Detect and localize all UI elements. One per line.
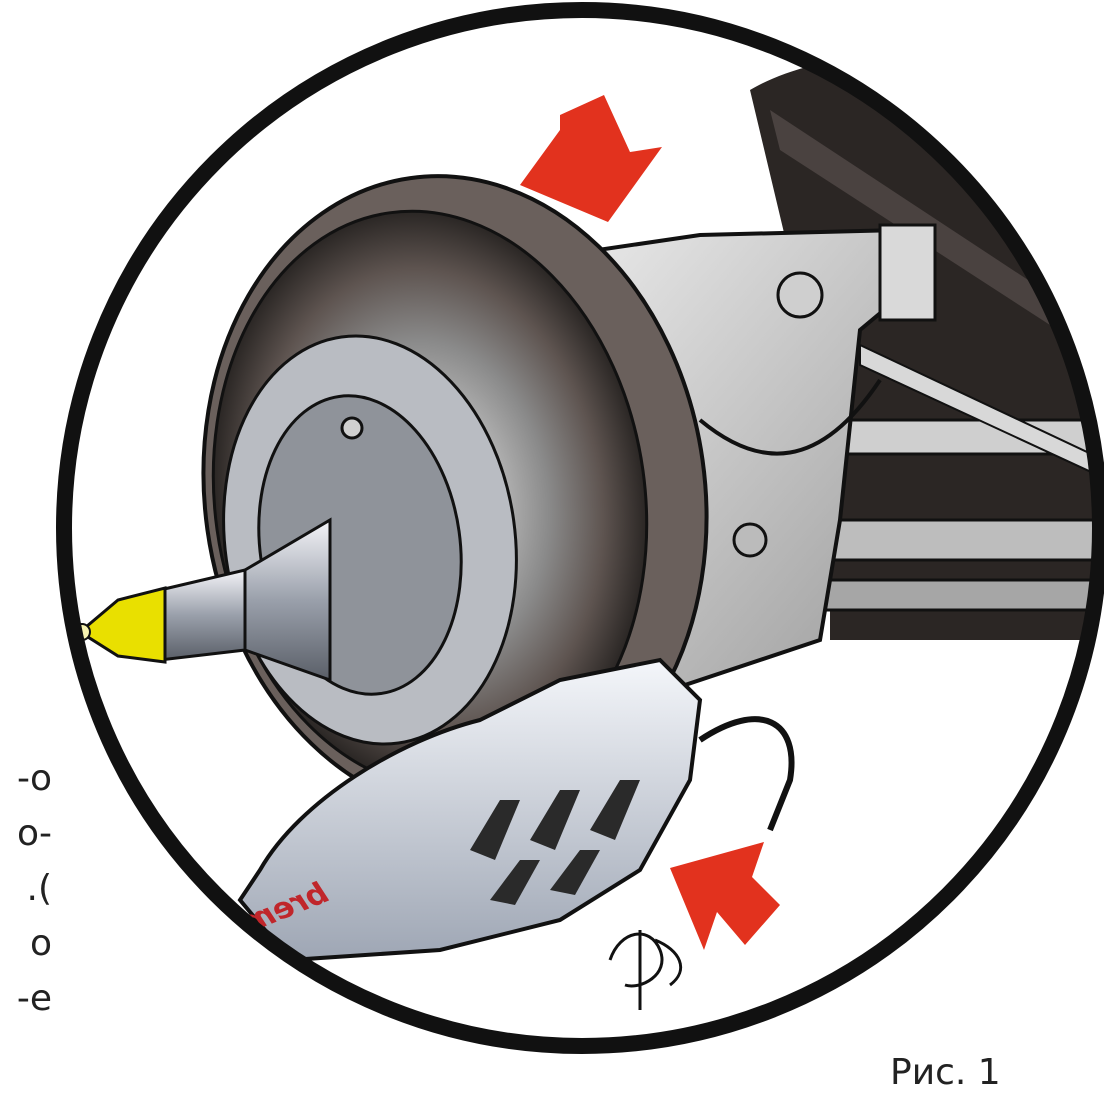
arrow-up-left-icon — [670, 842, 780, 950]
hub-nose — [73, 517, 332, 683]
side-text-line: -о — [16, 813, 52, 854]
frame-circle — [56, 2, 1104, 1054]
side-text-line: о — [29, 923, 52, 964]
side-text-block: о- -о ). о е- — [0, 751, 52, 1026]
figure-caption: Рис. 1 — [890, 1052, 1001, 1093]
side-text-line: о- — [16, 758, 52, 799]
artist-signature — [608, 930, 683, 1010]
side-text-line: ). — [26, 868, 53, 909]
side-text-line: е- — [16, 978, 52, 1019]
arrow-down-icon — [520, 95, 662, 222]
